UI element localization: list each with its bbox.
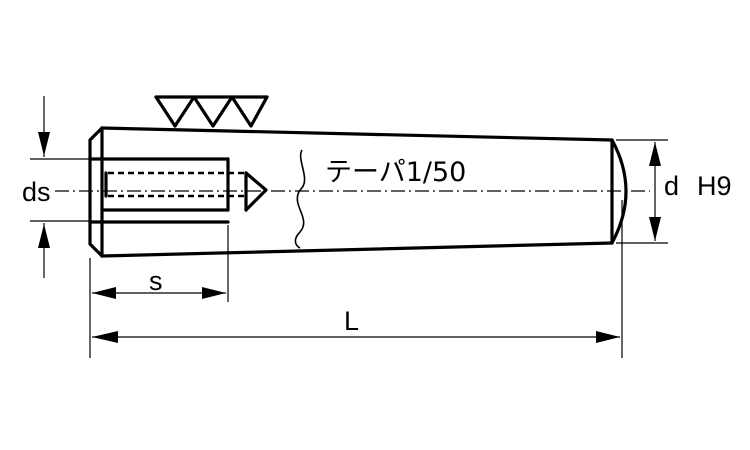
ds-dimension xyxy=(30,96,90,278)
break-line xyxy=(294,189,305,249)
l-label: L xyxy=(344,306,359,336)
threaded-hole xyxy=(88,157,268,224)
s-dimension xyxy=(89,225,229,358)
d-dimension xyxy=(616,139,668,244)
taper-label: テーパ1/50 xyxy=(325,157,466,188)
surface-finish-symbol xyxy=(154,95,269,128)
l-dimension xyxy=(92,200,623,358)
ds-label: ds xyxy=(22,177,51,207)
pin-body xyxy=(88,126,628,258)
s-label: s xyxy=(149,266,163,296)
tolerance-label: H9 xyxy=(697,171,732,201)
d-label: d xyxy=(664,171,679,201)
